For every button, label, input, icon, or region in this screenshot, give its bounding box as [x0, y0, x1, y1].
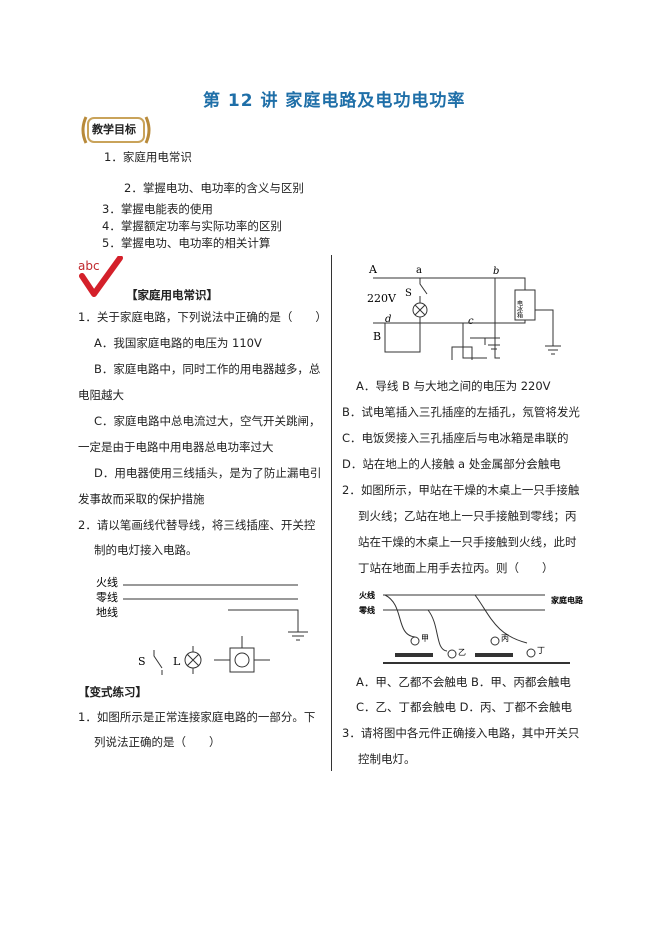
option-c: C．家庭电路中总电流过大，空气开关跳闸，	[94, 414, 321, 428]
svg-text:abc: abc	[78, 259, 100, 273]
circuit-diagram-2: A 220V B a b c d S 电冰箱	[367, 263, 561, 360]
question-text: 2．如图所示，甲站在干燥的木桌上一只手接触	[342, 483, 580, 497]
svg-text:火线: 火线	[359, 590, 375, 600]
svg-text:S: S	[405, 288, 412, 299]
question-text: 1．如图所示是正常连接家庭电路的一部分。下	[78, 710, 316, 724]
svg-text:丙: 丙	[501, 634, 509, 643]
svg-text:丁: 丁	[537, 646, 545, 655]
teaching-goals-label: 教学目标	[92, 123, 136, 136]
goal-item: 5．掌握电功、电功率的相关计算	[102, 236, 271, 250]
answer-options: A．甲、乙都不会触电 B．甲、丙都会触电	[356, 675, 571, 689]
svg-text:a: a	[416, 265, 422, 276]
goal-item: 2．掌握电功、电功率的含义与区别	[124, 181, 304, 195]
svg-text:地线: 地线	[96, 605, 118, 619]
svg-text:零线: 零线	[358, 605, 375, 615]
page-title: 第 12 讲 家庭电路及电功电功率	[203, 91, 466, 111]
svg-text:乙: 乙	[458, 648, 466, 657]
goal-item: 1．家庭用电常识	[104, 150, 192, 164]
option-b-cont: 电阻越大	[78, 388, 124, 402]
section-heading: 【变式练习】	[78, 685, 147, 699]
question-text: 1．关于家庭电路，下列说法中正确的是（ ）	[78, 310, 327, 324]
teaching-goals-badge: 教学目标	[78, 113, 154, 147]
option-a: A．导线 B 与大地之间的电压为 220V	[356, 379, 551, 393]
svg-text:B: B	[373, 330, 381, 343]
question-text-cont: 制的电灯接入电路。	[94, 543, 198, 557]
laurel-frame-icon	[81, 116, 151, 144]
svg-text:火线: 火线	[96, 575, 118, 589]
svg-text:A: A	[368, 263, 378, 276]
option-b: B．家庭电路中，同时工作的用电器越多，总	[94, 362, 321, 376]
svg-text:d: d	[385, 314, 391, 325]
option-d: D．用电器使用三线插头，是为了防止漏电引	[94, 466, 322, 480]
section-heading: 【家庭用电常识】	[126, 288, 218, 302]
svg-text:家庭电路: 家庭电路	[551, 595, 584, 605]
electric-shock-diagram-3: 火线 零线 家庭电路 甲 乙 丙 丁	[358, 590, 584, 664]
wiring-diagram-1: 火线 零线 地线 S L	[96, 575, 308, 675]
svg-text:220V: 220V	[367, 292, 397, 305]
question-text: 2．请以笔画线代替导线，将三线插座、开关控	[78, 518, 316, 532]
option-c-cont: 一定是由于电路中用电器总电功率过大	[78, 440, 274, 454]
option-b: B．试电笔插入三孔插座的左插孔，氖管将发光	[342, 405, 580, 419]
svg-text:b: b	[493, 266, 499, 277]
question-text-cont: 控制电灯。	[358, 752, 416, 766]
question-text: 3．请将图中各元件正确接入电路，其中开关只	[342, 726, 580, 740]
svg-text:c: c	[468, 316, 474, 327]
column-divider	[331, 255, 332, 771]
option-a: A．我国家庭电路的电压为 110V	[94, 336, 262, 350]
goal-item: 4．掌握额定功率与实际功率的区别	[102, 219, 282, 233]
question-text-cont: 列说法正确的是（ ）	[94, 735, 221, 749]
svg-text:甲: 甲	[421, 634, 429, 643]
option-d-cont: 发事故而采取的保护措施	[78, 492, 205, 506]
question-text-cont: 丁站在地面上用手去拉丙。则（ ）	[358, 561, 554, 575]
svg-text:零线: 零线	[96, 590, 118, 604]
question-text-cont: 站在干燥的木桌上一只手接触到火线，此时	[358, 535, 577, 549]
answer-options: C．乙、丁都会触电 D．丙、丁都不会触电	[356, 700, 573, 714]
option-c: C．电饭煲接入三孔插座后与电冰箱是串联的	[342, 431, 569, 445]
svg-text:L: L	[173, 655, 181, 668]
svg-text:S: S	[138, 655, 146, 668]
goal-item: 3．掌握电能表的使用	[102, 202, 213, 216]
svg-text:电冰箱: 电冰箱	[516, 299, 523, 319]
option-d: D．站在地上的人接触 a 处金属部分会触电	[342, 457, 561, 471]
abc-check-logo-icon: abc	[78, 256, 123, 297]
question-text-cont: 到火线；乙站在地上一只手接触到零线；丙	[358, 509, 577, 523]
